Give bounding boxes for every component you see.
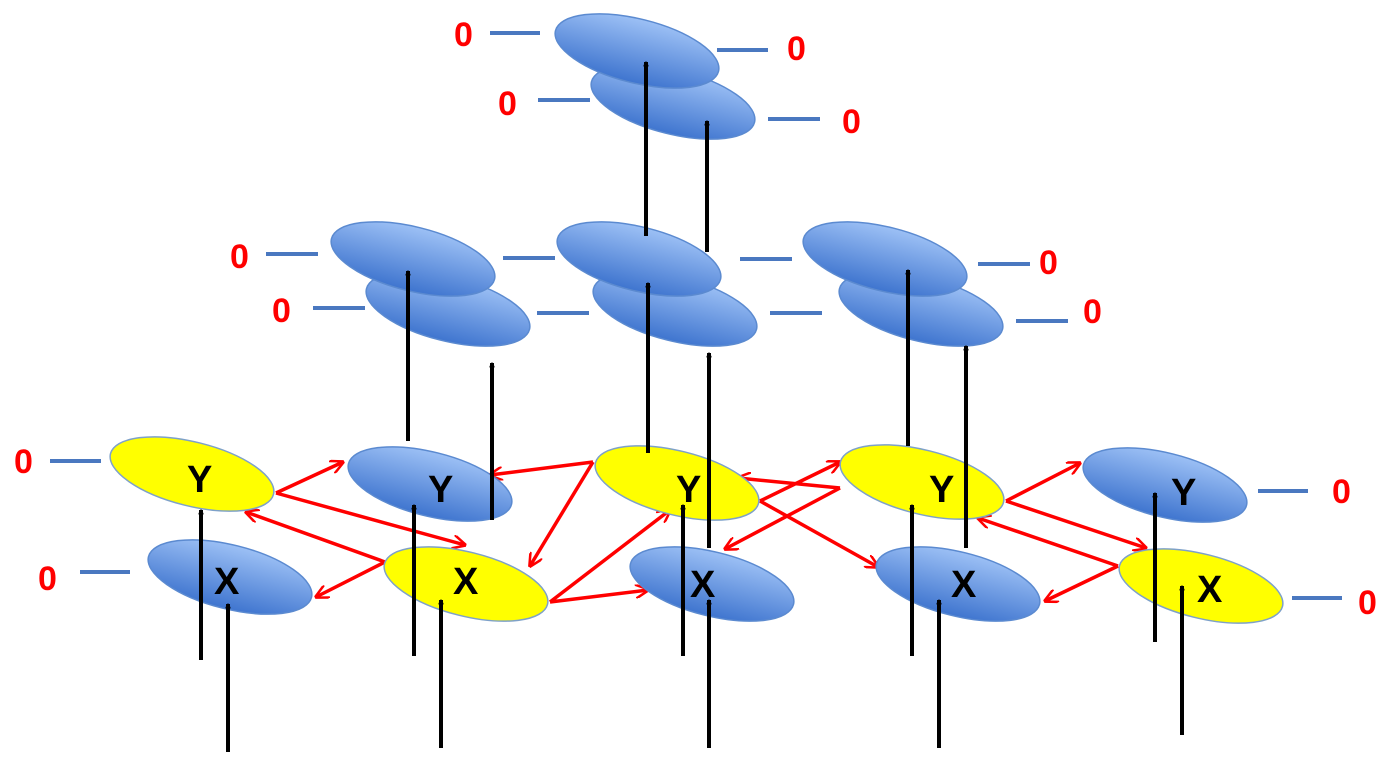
y-node-4: [839, 444, 1005, 520]
y-node-5: [1082, 447, 1248, 523]
feedforward-connections: [201, 62, 1182, 752]
y-node-3: [594, 445, 760, 521]
zero-label: 0: [454, 16, 473, 54]
mid-left-node-front: [330, 221, 496, 297]
x-node-1: [147, 539, 313, 615]
lateral-arrow: [759, 462, 840, 503]
lateral-arrow: [549, 590, 648, 604]
lateral-arrow: [490, 460, 594, 475]
lateral-arrow: [1045, 564, 1119, 601]
lateral-connections: [246, 460, 1146, 604]
y-label: Y: [428, 469, 453, 511]
x-node-3: [629, 546, 795, 622]
lateral-arrow: [725, 486, 841, 549]
zero-label: 0: [1332, 473, 1351, 511]
zero-label: 0: [38, 560, 57, 598]
y-label: Y: [676, 469, 701, 511]
y-node-1: [109, 436, 275, 512]
lateral-arrow: [759, 499, 878, 567]
y-label: Y: [1171, 472, 1196, 514]
level-2-group: 0 0 0 0: [230, 221, 1102, 347]
level-1-nodes: [109, 436, 1284, 624]
zero-label: 0: [14, 443, 33, 481]
node-labels: Y Y Y Y Y X X X X X: [187, 459, 1223, 611]
y-node-2: [347, 446, 513, 522]
x-label: X: [1197, 569, 1223, 611]
lateral-arrow: [1005, 499, 1146, 548]
x-label: X: [453, 561, 479, 603]
lateral-arrow: [738, 478, 841, 490]
level-3-group: 0 0 0 0: [454, 13, 861, 141]
zero-label: 0: [230, 238, 249, 276]
zero-label: 0: [1039, 244, 1058, 282]
lateral-arrow: [1005, 463, 1080, 503]
x-label: X: [214, 561, 240, 603]
lateral-arrow: [978, 518, 1119, 568]
zero-label: 0: [1358, 584, 1377, 622]
x-label: X: [951, 564, 977, 606]
zero-label: 0: [272, 292, 291, 330]
mid-right-node-front: [802, 221, 968, 297]
x-node-2: [383, 546, 549, 622]
lateral-arrow: [548, 510, 670, 604]
lateral-arrow: [275, 462, 343, 495]
level-1-stubs: 0 0 0 0: [14, 443, 1377, 622]
x-label: X: [690, 564, 716, 606]
x-node-4: [875, 546, 1041, 622]
lateral-arrow: [275, 491, 465, 545]
lateral-arrow: [530, 461, 595, 566]
zero-label: 0: [787, 30, 806, 68]
zero-label: 0: [1083, 293, 1102, 331]
x-node-5: [1118, 548, 1284, 624]
y-label: Y: [929, 469, 954, 511]
lateral-arrow: [246, 512, 386, 564]
y-label: Y: [187, 459, 212, 501]
zero-label: 0: [842, 103, 861, 141]
lateral-arrow: [316, 560, 386, 597]
top-node-front: [554, 13, 720, 89]
zero-label: 0: [498, 85, 517, 123]
